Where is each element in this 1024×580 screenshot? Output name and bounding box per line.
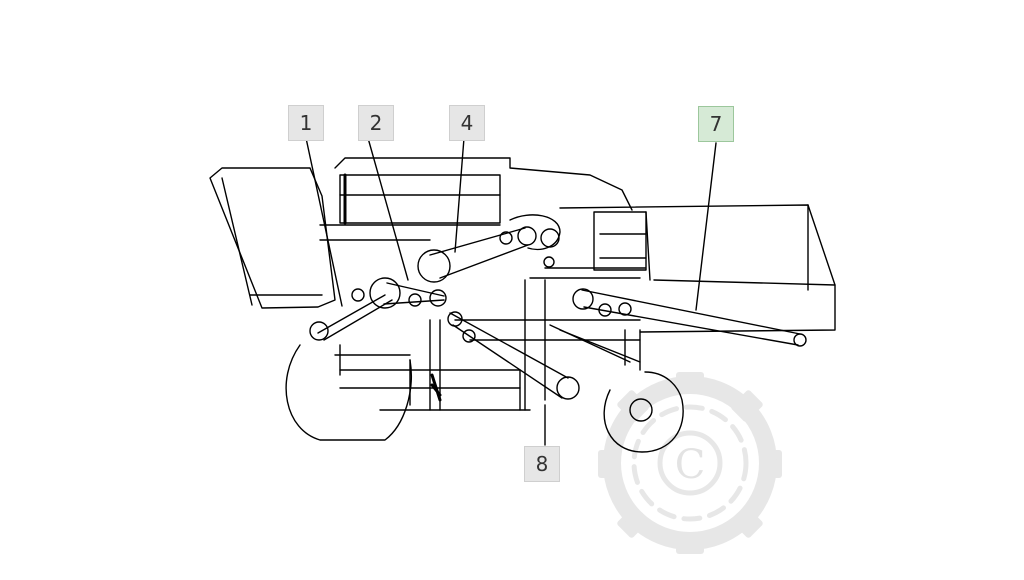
pulley: [417, 249, 451, 283]
right-chassis: [529, 204, 836, 333]
callout-1: 1: [288, 105, 324, 141]
frame: [334, 279, 641, 411]
pulley: [540, 228, 560, 248]
pulley: [429, 289, 447, 307]
pulley: [309, 321, 329, 341]
front-wheel: [285, 344, 412, 441]
belt-7: [581, 289, 801, 346]
pulley: [462, 329, 476, 343]
watermark-letter: C: [675, 442, 706, 488]
callout-4-label: 4: [460, 111, 474, 135]
pulley: [408, 293, 422, 307]
callout-7-label: 7: [709, 112, 723, 136]
watermark-gear-icon: C: [598, 372, 782, 554]
callout-8: 8: [524, 446, 560, 482]
pulley: [556, 376, 580, 400]
pulley: [369, 277, 401, 309]
pulley: [572, 288, 594, 310]
pulley: [543, 256, 555, 268]
callout-2: 2: [358, 105, 394, 141]
pulley: [351, 288, 365, 302]
leader-lines: [305, 137, 717, 446]
pulley: [618, 302, 632, 316]
rear-wheel: [603, 371, 684, 453]
callout-7: 7: [698, 106, 734, 142]
pulley: [793, 333, 807, 347]
pulley: [447, 311, 463, 327]
left-tank: [209, 167, 336, 309]
belt-8: [449, 312, 569, 399]
pulley: [499, 231, 513, 245]
pulley: [598, 303, 612, 317]
pulley: [517, 226, 537, 246]
callout-2-label: 2: [369, 111, 383, 135]
callout-1-label: 1: [299, 111, 313, 135]
upper-housing: [319, 157, 633, 241]
belt-1: [317, 282, 445, 341]
belt-4: [429, 227, 529, 279]
callout-8-label: 8: [535, 452, 549, 476]
callout-4: 4: [449, 105, 485, 141]
upper-housing-curve: [509, 214, 561, 251]
